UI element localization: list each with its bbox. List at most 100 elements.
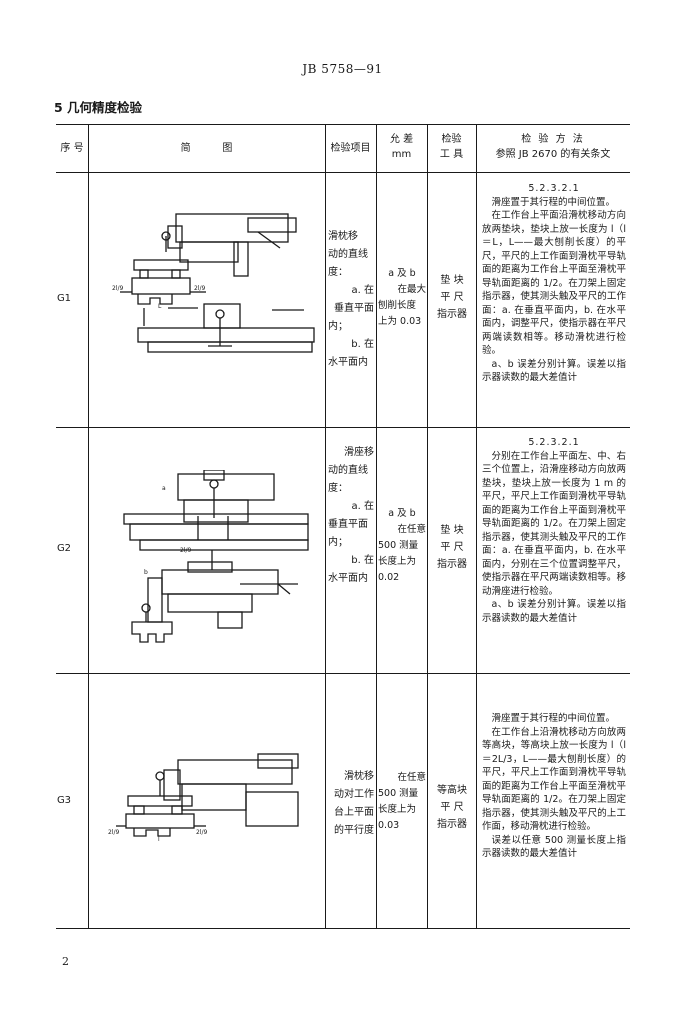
g1-label-length: L [158, 303, 162, 310]
g2-label-b: b [144, 569, 148, 576]
g2-item-line-2: 动的直线 [328, 465, 368, 476]
diagram-g2: 2l/9 a b [123, 470, 309, 643]
g2-tolerance: a 及 b 在任意 500 测量 长度上为 0.02 [378, 506, 426, 586]
g1-method-para-1: 滑座置于其行程的中间位置。 [491, 196, 616, 208]
col-divider-4 [427, 124, 428, 929]
g2-tol-line-3: 500 测量 [378, 540, 419, 551]
row-divider-g2 [56, 673, 630, 674]
g2-item-line-5: 垂直平面 [328, 519, 368, 530]
header-method-ref: 参照 JB 2670 的有关条文 [495, 149, 611, 160]
g1-label-right: 2l/9 [194, 285, 206, 292]
g1-item-line-7: b. 在 [351, 339, 374, 350]
g1-item-line-4: a. 在 [351, 285, 375, 296]
header-tool-line1: 检验 [441, 134, 462, 145]
g1-method-para-2: 在工作台上平面沿滑枕移动方向放两垫块，垫块上放一长度为 l（l＝L，L——最大刨… [482, 210, 626, 356]
header-tolerance-unit: mm [391, 149, 412, 160]
g3-label-right: 2l/9 [196, 829, 208, 836]
col-divider-2 [325, 124, 326, 929]
g3-tool: 等高块 平 尺 指示器 [428, 782, 476, 833]
table-bottom-rule [56, 928, 630, 929]
g3-tol-line-4: 0.03 [378, 820, 400, 831]
g2-tool-line-3: 指示器 [437, 559, 467, 570]
g3-tolerance: 在任意 500 测量 长度上为 0.03 [378, 770, 426, 834]
header-item: 检验项目 [330, 143, 371, 154]
g2-tol-line-1: a 及 b [388, 508, 416, 519]
g2-check-item: 滑座移 动的直线 度： a. 在 垂直平面 内； b. 在 水平面内 [328, 444, 374, 588]
g2-tool-line-2: 平 尺 [440, 542, 464, 553]
g3-item-line-2: 动对工作 [334, 789, 374, 800]
row-number-g3: G3 [56, 795, 72, 806]
g1-tol-line-1: a 及 b [388, 268, 416, 279]
g1-label-left: 2l/9 [112, 285, 124, 292]
g1-tol-line-2: 在最大 [397, 284, 426, 295]
g1-item-line-2: 动的直线 [328, 249, 368, 260]
header-tool-line2: 工 具 [439, 149, 464, 160]
g2-tool: 垫 块 平 尺 指示器 [428, 522, 476, 573]
g2-item-line-6: 内； [328, 537, 348, 548]
standard-number: JB 5758—91 [302, 62, 383, 76]
g3-label-length: l [158, 836, 160, 842]
row-divider-g1 [56, 427, 630, 428]
g3-method-para-3: 误差以任意 500 测量长度上指示器读数的最大差值计 [482, 834, 626, 860]
col-divider-5 [476, 124, 477, 929]
header-tool: 检验 工 具 [427, 132, 476, 162]
g1-tol-line-4: 上为 0.03 [378, 316, 422, 327]
g1-tool-line-3: 指示器 [437, 309, 467, 320]
header-tolerance: 允 差 mm [376, 132, 427, 162]
g3-method-para-1: 滑座置于其行程的中间位置。 [491, 713, 616, 724]
header-diagram: 简 图 [180, 143, 233, 154]
g2-method-para-2: a、b 误差分别计算。误差以指示器读数的最大差值计 [482, 599, 626, 624]
g3-tol-line-2: 500 测量 [378, 788, 419, 799]
g2-item-line-4: a. 在 [351, 501, 375, 512]
g3-method: 滑座置于其行程的中间位置。 在工作台上沿滑枕移动方向放两等高块，等高块上放一长度… [482, 712, 626, 861]
g3-check-item: 滑枕移 动对工作 台上平面 的平行度 [328, 768, 374, 840]
g3-item-line-1: 滑枕移 [344, 771, 374, 782]
g1-item-line-3: 度： [328, 267, 348, 278]
g1-method-clause: 5.2.3.2.1 [528, 183, 580, 194]
g3-label-left: 2l/9 [108, 829, 120, 836]
g2-tool-line-1: 垫 块 [440, 525, 464, 536]
g3-tool-line-1: 等高块 [437, 785, 467, 796]
g2-label-a: a [162, 485, 166, 492]
g3-tol-line-3: 长度上为 [378, 804, 417, 815]
g3-tol-line-1: 在任意 [397, 772, 426, 783]
g3-tool-line-2: 平 尺 [440, 802, 464, 813]
g2-method-para-1: 分别在工作台上平面左、中、右三个位置上，沿滑座移动方向放两垫块，垫块上放一长度为… [482, 450, 626, 597]
g3-tool-line-3: 指示器 [437, 819, 467, 830]
g1-tool-line-2: 平 尺 [440, 292, 464, 303]
g1-tolerance: a 及 b 在最大 刨削长度 上为 0.03 [378, 266, 426, 330]
g1-item-line-8: 水平面内 [328, 357, 368, 368]
g1-item-line-5: 垂直平面 [334, 303, 374, 314]
g2-item-line-3: 度： [328, 483, 348, 494]
table-top-rule [56, 124, 630, 125]
table-header-rule [56, 172, 630, 173]
col-divider-3 [376, 124, 377, 929]
col-divider-1 [88, 124, 89, 929]
g1-tool: 垫 块 平 尺 指示器 [428, 272, 476, 323]
g1-method: 5.2.3.2.1 滑座置于其行程的中间位置。 在工作台上平面沿滑枕移动方向放两… [482, 182, 626, 385]
g1-tol-line-3: 刨削长度 [378, 300, 417, 311]
g2-item-line-8: 水平面内 [328, 573, 368, 584]
g2-method-clause: 5.2.3.2.1 [528, 437, 580, 448]
g2-item-line-7: b. 在 [351, 555, 374, 566]
row-number-g2: G2 [56, 543, 72, 554]
header-no: 序 号 [60, 143, 84, 154]
g2-tol-line-2: 在任意 [397, 524, 426, 535]
g3-method-para-2: 在工作台上沿滑枕移动方向放两等高块，等高块上放一长度为 l（l＝2L/3，L——… [482, 726, 626, 833]
g1-tool-line-1: 垫 块 [440, 275, 464, 286]
header-method-title: 检 验 方 法 [521, 134, 585, 145]
g1-method-para-3: a、b 误差分别计算。误差以指示器读数的最大差值计 [482, 358, 626, 384]
g1-check-item: 滑枕移 动的直线 度： a. 在 垂直平面 内； b. 在 水平面内 [328, 228, 374, 372]
header-method: 检 验 方 法 参照 JB 2670 的有关条文 [476, 132, 630, 162]
diagram-g1: 2l/9 2l/9 L [112, 213, 315, 353]
g2-method: 5.2.3.2.1 分别在工作台上平面左、中、右三个位置上，沿滑座移动方向放两垫… [482, 436, 626, 625]
row-number-g1: G1 [56, 293, 72, 304]
g1-item-line-6: 内； [328, 321, 348, 332]
section-title: 5 几何精度检验 [54, 100, 143, 115]
g3-item-line-3: 台上平面 [334, 807, 374, 818]
g2-item-line-1: 滑座移 [344, 447, 374, 458]
page-number: 2 [62, 955, 69, 968]
g2-label-left: 2l/9 [180, 547, 192, 554]
header-tolerance-label: 允 差 [389, 134, 414, 145]
g2-tol-line-5: 0.02 [378, 572, 400, 583]
